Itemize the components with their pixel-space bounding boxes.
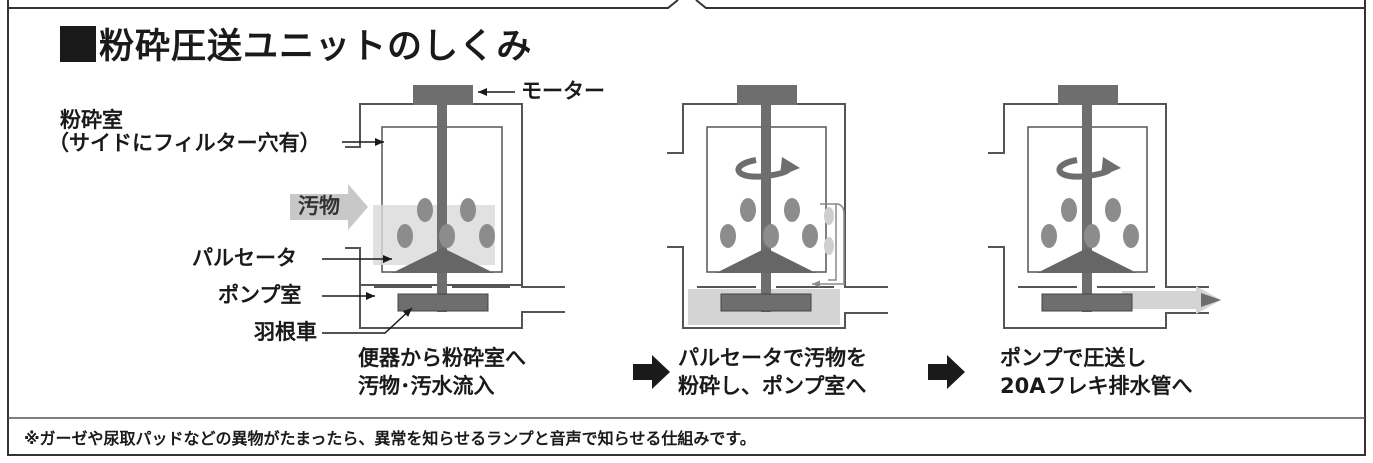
step-caption-1: 便器から粉砕室へ 汚物･汚水流入 [358, 344, 526, 400]
step-3-line-2: 20Aフレキ排水管へ [1000, 374, 1193, 398]
pulsator-cone [716, 248, 816, 273]
crush-chamber-label: 粉砕室 [60, 108, 123, 132]
filter-particles [824, 207, 834, 255]
step-2-line-2: 粉砕し、ポンプ室へ [678, 374, 867, 398]
crush-chamber-note: （サイドにフィルター穴有） [48, 131, 321, 155]
discharge-arrow [1122, 286, 1221, 314]
pulsator-cone [1037, 248, 1137, 273]
discharge-arrowhead [1201, 293, 1221, 307]
frame-top-right [695, 0, 1365, 9]
outer-frame [7, 0, 1366, 456]
pulsator-cone [392, 248, 494, 273]
step-caption-3: ポンプで圧送し 20Aフレキ排水管へ [1000, 344, 1192, 400]
waste-inflow-arrow [290, 184, 368, 230]
step-caption-2: パルセータで汚物を 粉砕し、ポンプ室へ [678, 344, 867, 400]
footnote: ※ガーゼや尿取パッドなどの異物がたまったら、異常を知らせるランプと音声で知らせる… [24, 429, 756, 448]
pump-chamber-label: ポンプ室 [218, 283, 302, 307]
step-2-line-1: パルセータで汚物を [678, 346, 867, 370]
motor-label: モーター [521, 79, 605, 103]
impeller-leader [322, 307, 413, 334]
motor-block [737, 85, 797, 105]
rotation-arrowhead [780, 157, 800, 176]
impeller [397, 293, 489, 312]
particles [1041, 198, 1139, 248]
motor-block [1058, 85, 1118, 105]
impeller [720, 293, 812, 312]
rotation-arrowhead [1101, 157, 1121, 176]
step-arrow-1 [633, 355, 670, 389]
particles [720, 198, 818, 248]
title-square-icon [60, 26, 96, 62]
motor-block [413, 85, 473, 105]
unit-diagram-crushing [667, 85, 888, 329]
impeller-label: 羽根車 [254, 320, 317, 344]
step-1-line-1: 便器から粉砕室へ [358, 346, 526, 370]
step-1-line-2: 汚物･汚水流入 [358, 374, 495, 398]
step-3-line-1: ポンプで圧送し [1000, 346, 1147, 370]
step-arrow-2 [928, 355, 965, 389]
waste-label: 汚物 [298, 194, 340, 218]
page-title-text: 粉砕圧送ユニットのしくみ [99, 27, 533, 67]
shaft [437, 100, 447, 312]
pulsator-label: パルセータ [192, 246, 297, 270]
unit-diagram-pumping [988, 85, 1221, 329]
impeller [1041, 293, 1133, 312]
shaft [1082, 100, 1092, 312]
filter-flow-path-2 [812, 203, 845, 288]
particles [397, 198, 495, 248]
shaft [761, 100, 771, 312]
page-title: 粉砕圧送ユニットのしくみ [60, 26, 532, 70]
filter-flow-path [820, 203, 837, 281]
unit-diagram-inflow [290, 85, 565, 334]
frame-top-left [8, 0, 679, 9]
